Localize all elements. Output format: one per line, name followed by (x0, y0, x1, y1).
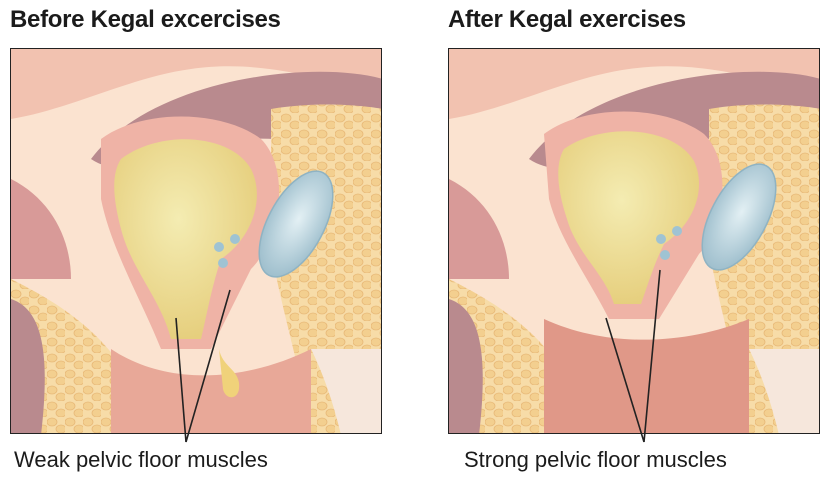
after-heading: After Kegal exercises (448, 6, 686, 34)
after-caption: Strong pelvic floor muscles (464, 447, 727, 473)
before-panel: Before Kegal excercises (8, 0, 388, 479)
before-heading: Before Kegal excercises (10, 6, 281, 34)
before-caption: Weak pelvic floor muscles (14, 447, 268, 473)
after-anatomy-illustration (448, 48, 820, 434)
after-panel: After Kegal exercises Strong pelvic floo (446, 0, 824, 479)
after-anatomy-svg (449, 49, 820, 434)
before-anatomy-illustration (10, 48, 382, 434)
before-anatomy-svg (11, 49, 382, 434)
